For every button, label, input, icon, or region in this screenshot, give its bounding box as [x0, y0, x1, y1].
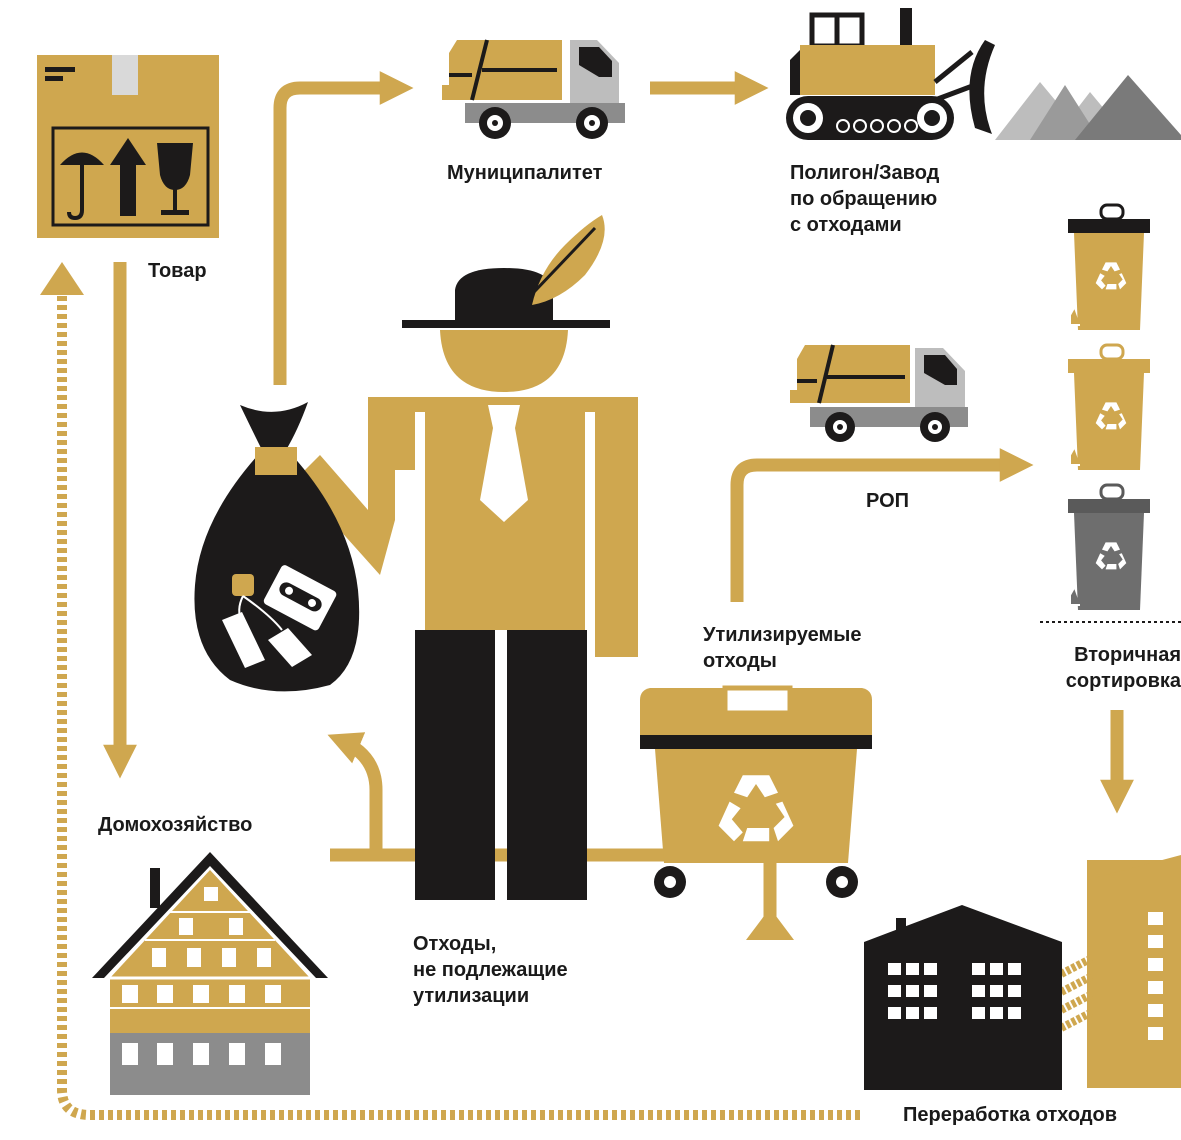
label-goods: Товар: [148, 260, 207, 282]
arrow-to-bag: [327, 732, 383, 855]
feather-icon: [513, 215, 605, 314]
arrow-up-icon: [110, 138, 146, 216]
garbage-truck-icon: [442, 39, 625, 139]
mountains-icon: [995, 75, 1181, 140]
label-recyclable-line1: Утилизируемые: [703, 624, 862, 646]
wheelie-bin-icon: [1068, 343, 1150, 470]
garbage-truck-icon: [790, 344, 968, 442]
trash-bag-icon: [194, 402, 360, 692]
label-recyclable-line2: отходы: [703, 650, 777, 672]
factory-icon: [864, 855, 1181, 1090]
arrow-dotted-head: [40, 262, 84, 295]
house-icon: [92, 852, 328, 1095]
hat-icon: [402, 268, 610, 328]
box-icon: [37, 55, 219, 238]
arrow-epr: [730, 448, 1034, 602]
label-landfill-line1: Полигон/Завод: [790, 162, 940, 184]
label-secondary-line1: Вторичная: [1074, 644, 1181, 666]
label-epr: РОП: [866, 490, 910, 512]
label-nonrecyclable-line1: Отходы,: [413, 933, 497, 955]
label-recyclable-waste: Утилизируемые отходы: [703, 622, 861, 674]
label-landfill: Полигон/Завод по обращению с отходами: [790, 160, 939, 238]
label-secondary-line2: сортировка: [1065, 670, 1181, 692]
wheelie-bin-icon: [1068, 483, 1150, 610]
label-nonrecyclable-line3: утилизации: [413, 985, 530, 1007]
arrow-head-bin: [746, 908, 794, 940]
label-non-recyclable-waste: Отходы, не подлежащие утилизации: [413, 931, 568, 1009]
umbrella-icon: [60, 152, 104, 221]
recycle-bin-icon: [640, 685, 872, 898]
label-landfill-line3: с отходами: [790, 214, 902, 236]
label-household: Домохозяйство: [98, 814, 253, 836]
person-icon: [295, 215, 638, 900]
arrow-bag-to-municipality: [273, 71, 414, 385]
label-landfill-line2: по обращению: [790, 188, 938, 210]
label-municipality: Муниципалитет: [447, 162, 603, 184]
label-nonrecyclable-line2: не подлежащие: [413, 959, 568, 981]
wine-glass-icon: [157, 143, 193, 215]
label-secondary-sorting: Вторичная сортировка: [1040, 642, 1181, 694]
bulldozer-icon: [786, 8, 995, 140]
label-waste-processing: Переработка отходов: [903, 1104, 1118, 1126]
wheelie-bin-icon: [1068, 203, 1150, 330]
arrow-dotted-recycle-loop: [57, 290, 860, 1120]
